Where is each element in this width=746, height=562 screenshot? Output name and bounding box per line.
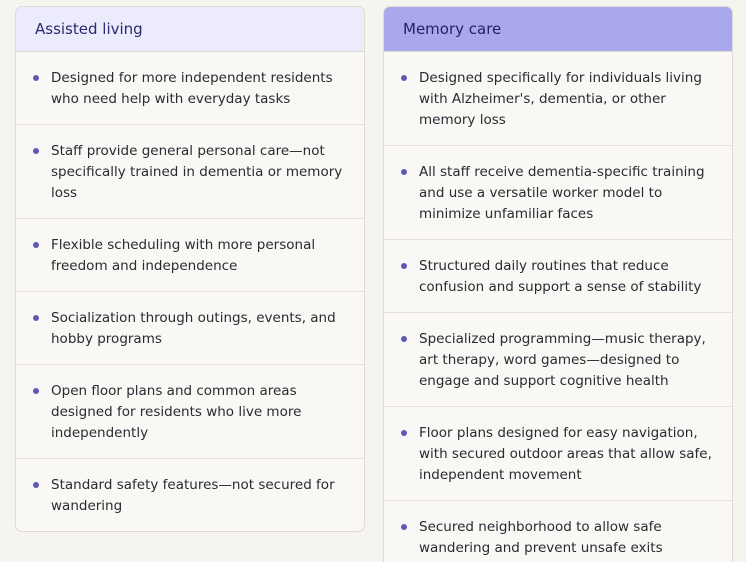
list-item: All staff receive dementia-specific trai… [384, 146, 732, 240]
list-item: Socialization through outings, events, a… [16, 292, 364, 365]
list-item: Staff provide general personal care—not … [16, 125, 364, 219]
bullet-icon [401, 263, 407, 269]
list-item-text: Socialization through outings, events, a… [51, 310, 336, 347]
list-item: Designed specifically for individuals li… [384, 52, 732, 146]
list-item-text: Secured neighborhood to allow safe wande… [419, 519, 663, 556]
bullet-icon [33, 482, 39, 488]
bullet-icon [33, 75, 39, 81]
list-item-text: Open floor plans and common areas design… [51, 383, 302, 441]
bullet-icon [33, 315, 39, 321]
list-item: Secured neighborhood to allow safe wande… [384, 501, 732, 562]
bullet-icon [401, 430, 407, 436]
list-item: Specialized programming—music therapy, a… [384, 313, 732, 407]
list-item-text: Specialized programming—music therapy, a… [419, 331, 706, 389]
assisted-living-header: Assisted living [16, 7, 364, 52]
list-item: Designed for more independent residents … [16, 52, 364, 125]
list-item-text: Structured daily routines that reduce co… [419, 258, 702, 295]
list-item-text: Staff provide general personal care—not … [51, 143, 343, 201]
bullet-icon [33, 242, 39, 248]
list-item-text: All staff receive dementia-specific trai… [419, 164, 705, 222]
list-item: Standard safety features—not secured for… [16, 459, 364, 531]
bullet-icon [401, 75, 407, 81]
bullet-icon [33, 148, 39, 154]
list-item: Flexible scheduling with more personal f… [16, 219, 364, 292]
bullet-icon [33, 388, 39, 394]
list-item: Floor plans designed for easy navigation… [384, 407, 732, 501]
list-item: Open floor plans and common areas design… [16, 365, 364, 459]
assisted-living-card: Assisted living Designed for more indepe… [15, 6, 365, 532]
list-item-text: Floor plans designed for easy navigation… [419, 425, 712, 483]
bullet-icon [401, 336, 407, 342]
list-item-text: Designed for more independent residents … [51, 70, 333, 107]
memory-care-card: Memory care Designed specifically for in… [383, 6, 733, 562]
memory-care-header: Memory care [384, 7, 732, 52]
bullet-icon [401, 169, 407, 175]
bullet-icon [401, 524, 407, 530]
list-item: Structured daily routines that reduce co… [384, 240, 732, 313]
list-item-text: Designed specifically for individuals li… [419, 70, 702, 128]
list-item-text: Flexible scheduling with more personal f… [51, 237, 316, 274]
list-item-text: Standard safety features—not secured for… [51, 477, 335, 514]
